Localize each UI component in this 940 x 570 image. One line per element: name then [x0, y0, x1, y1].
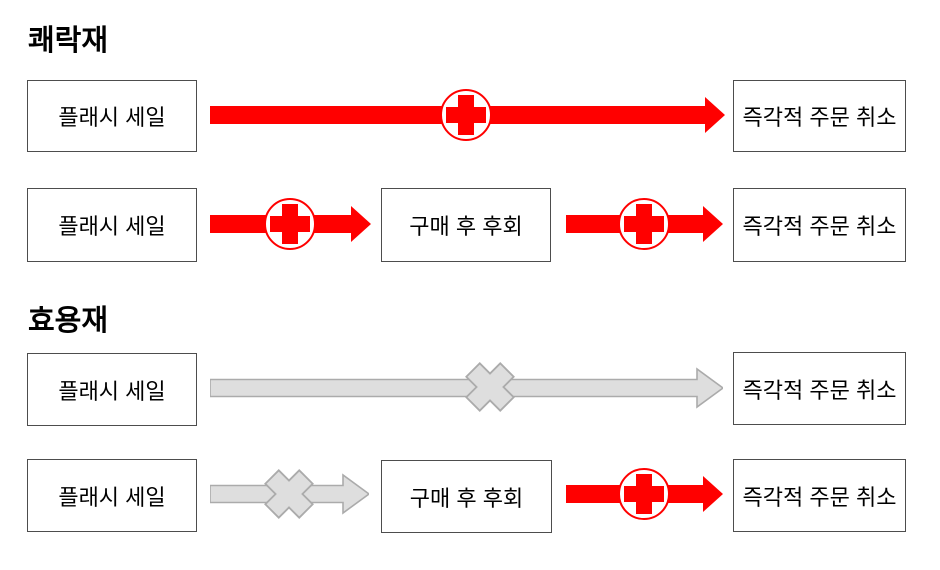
node-post-purchase-regret: 구매 후 후회: [381, 460, 552, 533]
node-label: 구매 후 후회: [409, 485, 524, 511]
node-label: 즉각적 주문 취소: [742, 105, 897, 130]
plus-v-bar: [636, 474, 652, 514]
node-flash-sale: 플래시 세일: [27, 353, 197, 426]
node-label: 즉각적 주문 취소: [742, 484, 897, 510]
plus-circle-icon: [264, 198, 316, 250]
node-label: 플래시 세일: [58, 214, 166, 239]
x-cross-icon: [264, 469, 314, 519]
node-immediate-cancel: 즉각적 주문 취소: [733, 80, 906, 152]
plus-v-bar: [458, 95, 474, 135]
plus-circle-icon: [618, 468, 670, 520]
node-immediate-cancel: 즉각적 주문 취소: [733, 459, 906, 532]
plus-circle-icon: [440, 89, 492, 141]
node-immediate-cancel: 즉각적 주문 취소: [733, 352, 906, 425]
arrow-shape: [210, 367, 723, 409]
x-cross-icon: [465, 362, 515, 412]
plus-circle-icon: [618, 198, 670, 250]
node-immediate-cancel: 즉각적 주문 취소: [733, 188, 906, 262]
plus-v-bar: [282, 204, 298, 244]
node-label: 플래시 세일: [58, 105, 166, 130]
node-label: 즉각적 주문 취소: [742, 214, 897, 239]
node-post-purchase-regret: 구매 후 후회: [381, 188, 551, 262]
node-label: 플래시 세일: [58, 378, 166, 404]
node-label: 구매 후 후회: [409, 214, 523, 239]
node-flash-sale: 플래시 세일: [27, 459, 197, 532]
arrow-negative: [210, 367, 723, 409]
node-label: 플래시 세일: [58, 484, 166, 510]
node-label: 즉각적 주문 취소: [742, 377, 897, 403]
node-flash-sale: 플래시 세일: [27, 188, 197, 262]
x-cross-shape: [264, 469, 314, 519]
section-title-hedonic: 쾌락재: [28, 25, 109, 57]
node-flash-sale: 플래시 세일: [27, 80, 197, 152]
x-cross-shape: [465, 362, 515, 412]
plus-v-bar: [636, 204, 652, 244]
section-title-utilitarian: 효용재: [28, 305, 109, 337]
